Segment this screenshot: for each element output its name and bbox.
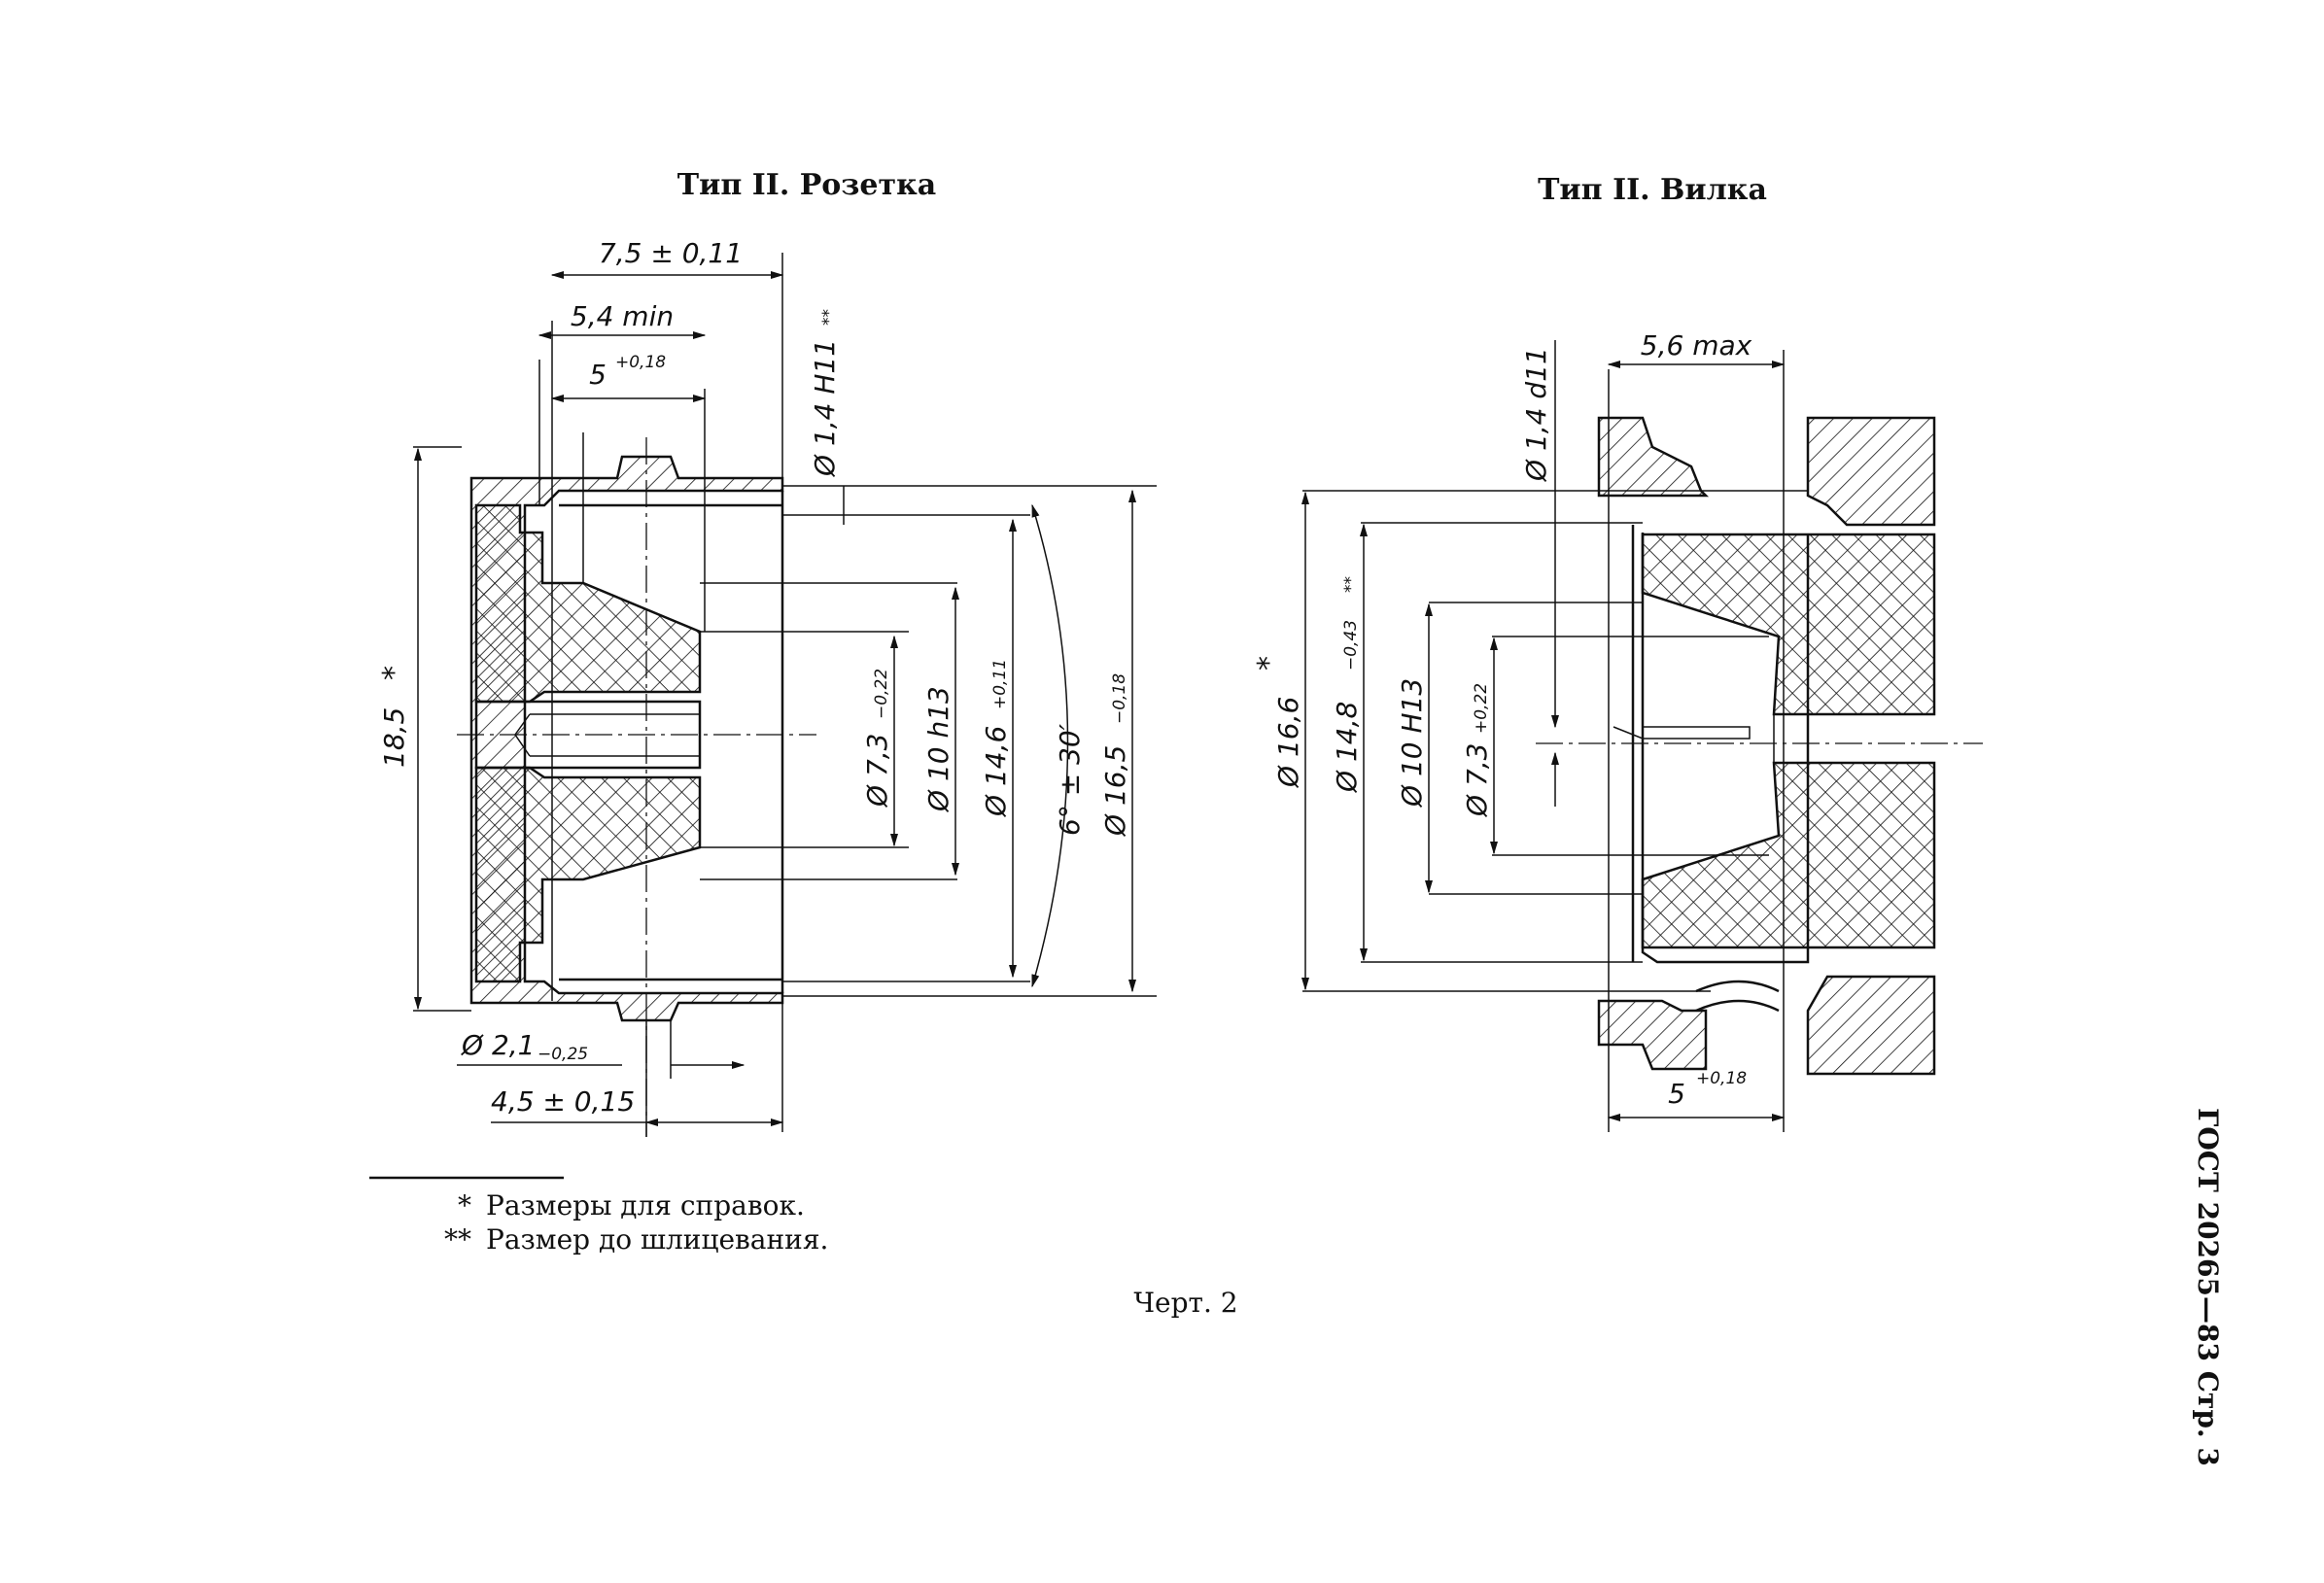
footnote-1-text: Размеры для справок.	[486, 1189, 805, 1222]
footnote-2-text: Размер до шлицевания.	[486, 1223, 828, 1256]
socket-insulator-bottom	[474, 766, 702, 983]
dim-5-plug: 5	[1668, 1078, 1685, 1110]
dim-1-4-h11: Ø 1,4 H11	[809, 339, 841, 477]
plug-nut-top	[1806, 416, 1936, 527]
dim-7-5: 7,5 ± 0,11	[599, 237, 743, 269]
dim-10-H13: Ø 10 H13	[1396, 678, 1428, 808]
dim-7-3-plug-tol: +0,22	[1472, 683, 1491, 734]
dim-2-1-tol: −0,25	[538, 1045, 588, 1064]
dim-16-5-tol: −0,18	[1110, 673, 1129, 724]
dim-1-4-mark: **	[819, 309, 839, 326]
plug-nut-bottom	[1806, 975, 1936, 1076]
footnote-2-mark: **	[444, 1223, 471, 1256]
dim-5-6-max: 5,6 max	[1641, 329, 1752, 361]
dim-18-5-star: *	[377, 666, 411, 680]
socket-center-contact	[474, 700, 702, 770]
dim-7-3-plug: Ø 7,3	[1461, 743, 1493, 817]
dim-2-1: Ø 2,1	[461, 1029, 535, 1061]
plug-title: Тип II. Вилка	[1538, 173, 1767, 207]
dim-5-tol: +0,18	[615, 353, 666, 372]
dim-4-5: 4,5 ± 0,15	[491, 1085, 635, 1118]
dim-1-4-d11: Ø 1,4 d11	[1520, 347, 1552, 482]
dim-14-6-tol: +0,11	[990, 659, 1010, 709]
side-header: ГОСТ 20265—83 Стр. 3	[2192, 1108, 2224, 1466]
dim-5-plug-tol: +0,18	[1696, 1069, 1747, 1088]
dim-14-8-mark: **	[1341, 576, 1361, 593]
dim-10-h13: Ø 10 h13	[922, 686, 954, 812]
plug-flange-top	[1597, 416, 1710, 498]
dim-16-6: Ø 16,6	[1272, 697, 1304, 788]
footnote-1-mark: *	[458, 1189, 471, 1222]
dim-7-3: Ø 7,3	[861, 734, 893, 808]
socket-view: Тип II. Розетка 7,5 ± 0,11 5,4 min 5 +0,…	[377, 168, 1157, 1137]
plug-view: Тип II. Вилка 5,6 max Ø 1,4 d11 Ø 16,6 *	[1252, 173, 1983, 1132]
dim-5-4-min: 5,4 min	[571, 300, 674, 332]
dim-7-3-tol: −0,22	[872, 669, 891, 719]
dim-18-5: 18,5	[378, 707, 410, 768]
socket-insulator-top	[474, 503, 702, 704]
socket-title: Тип II. Розетка	[677, 168, 936, 202]
plug-flange-bottom	[1597, 999, 1708, 1071]
plug-insulator-top	[1641, 533, 1936, 716]
dim-16-6-star: *	[1252, 656, 1286, 671]
dim-16-5: Ø 16,5	[1099, 745, 1131, 837]
figure-caption: Черт. 2	[1133, 1287, 1237, 1319]
dim-14-6: Ø 14,6	[980, 726, 1012, 817]
dim-angle: 6° ± 30′	[1054, 723, 1086, 836]
dim-14-8-tol: −0,43	[1341, 620, 1361, 671]
dim-5: 5	[589, 359, 607, 391]
dim-14-8: Ø 14,8	[1331, 702, 1363, 793]
